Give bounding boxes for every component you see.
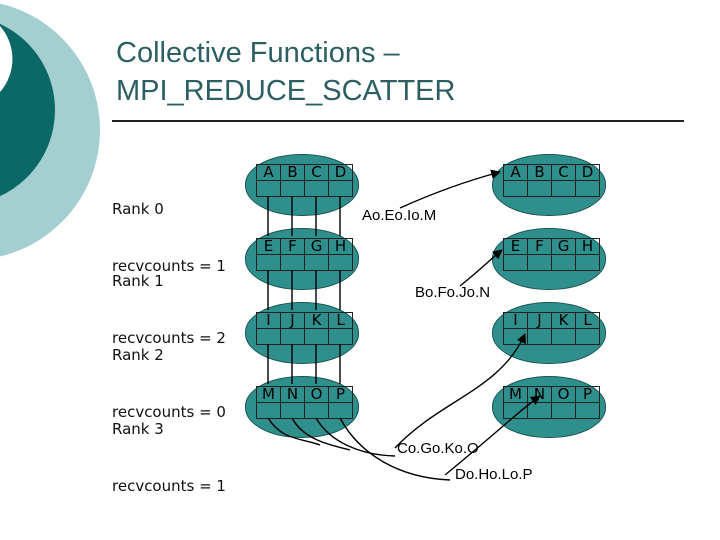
rank-1-recvcounts: recvcounts = 2: [112, 329, 226, 347]
arrow-result-1: [399, 169, 501, 209]
title-line-2: MPI_REDUCE_SCATTER: [116, 75, 456, 107]
arrow-result-4: [444, 395, 541, 476]
empty-cell: [575, 254, 600, 271]
result-2-label: Bo.Fo.Jo.N: [415, 284, 491, 301]
arrow-result-2: [459, 249, 503, 287]
rank-0-name: Rank 0: [112, 200, 164, 218]
empty-cell: [575, 328, 600, 345]
arrow-result-3: [394, 333, 526, 449]
rank-2-recvcounts: recvcounts = 0: [112, 403, 226, 421]
rank-3-label: Rank 3 recvcounts = 1: [112, 382, 226, 515]
empty-cell: [575, 402, 600, 419]
rank-1-name: Rank 1: [112, 272, 164, 290]
rank-0-label: Rank 0 recvcounts = 1: [112, 162, 226, 295]
result-4-label: Do.Ho.Lo.P: [455, 466, 533, 483]
dark-teal-circle: [0, 23, 55, 197]
title-line-1: Collective Functions –: [116, 37, 400, 69]
cell: L: [328, 312, 353, 329]
rank-0-recvcounts: recvcounts = 1: [112, 257, 226, 275]
rank-3-name: Rank 3: [112, 420, 164, 438]
merge-curve-n: [291, 417, 351, 451]
result-1-label: Ao.Eo.Io.M: [362, 207, 437, 224]
empty-cell: [575, 180, 600, 197]
merge-curve-o: [315, 417, 396, 457]
rank-1-label: Rank 1 recvcounts = 2: [112, 234, 226, 367]
merge-curve-m: [267, 417, 321, 446]
rank-2-name: Rank 2: [112, 346, 164, 364]
title-underline: [112, 120, 684, 122]
rank-3-recvcounts: recvcounts = 1: [112, 477, 226, 495]
rank-2-label: Rank 2 recvcounts = 0: [112, 308, 226, 441]
slide-title: Collective Functions – MPI_REDUCE_SCATTE…: [116, 34, 676, 110]
white-crescent: [0, 26, 13, 92]
cell: H: [575, 238, 600, 255]
merge-curve-p: [339, 417, 451, 481]
result-3-label: Co.Go.Ko.O: [397, 440, 479, 457]
